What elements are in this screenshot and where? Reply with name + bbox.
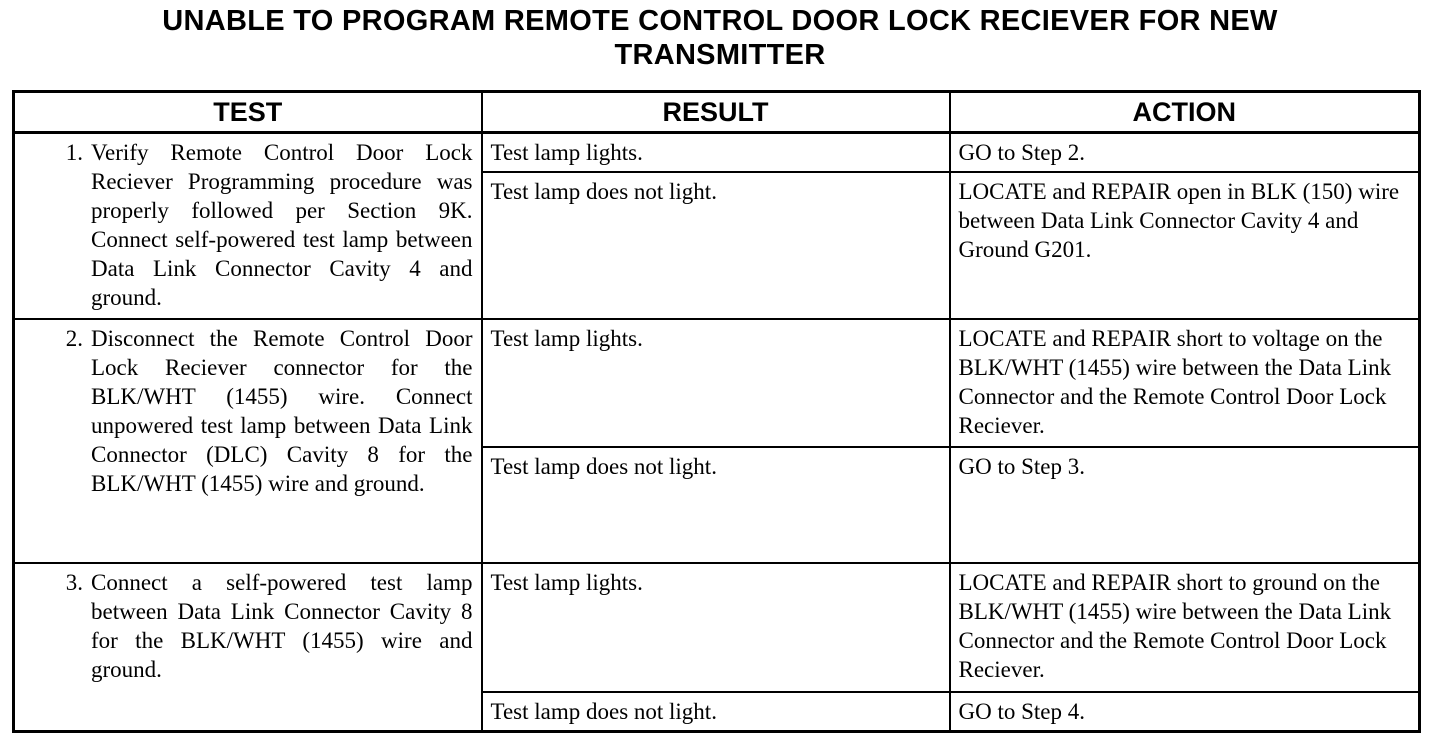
step-test-text: Connect a self-powered test lamp between… <box>91 570 473 683</box>
action-cell: LOCATE and REPAIR short to voltage on th… <box>948 317 1421 449</box>
test-step-3: 3. Connect a self-powered test lamp betw… <box>12 562 483 733</box>
title-line-1: UNABLE TO PROGRAM REMOTE CONTROL DOOR LO… <box>162 5 1278 37</box>
table-row: 2. Disconnect the Remote Control Door Lo… <box>12 317 1421 565</box>
step-number: 1. <box>65 140 83 165</box>
result-cell: Test lamp lights. <box>480 317 951 449</box>
diagnostic-table: TEST RESULT ACTION 1. Verify Remote Cont… <box>12 90 1421 733</box>
action-cell: LOCATE and REPAIR open in BLK (150) wire… <box>948 171 1421 320</box>
step-number: 3. <box>65 570 83 596</box>
action-cell: LOCATE and REPAIR short to ground on the… <box>948 562 1421 693</box>
step-number: 2. <box>65 325 83 351</box>
title-line-2: TRANSMITTER <box>614 39 826 71</box>
document-title: UNABLE TO PROGRAM REMOTE CONTROL DOOR LO… <box>0 4 1440 72</box>
step-test-text: Disconnect the Remote Control Door Lock … <box>91 325 473 496</box>
step-test-text: Verify Remote Control Door Lock Reciever… <box>91 140 473 310</box>
result-cell: Test lamp does not light. <box>480 690 951 733</box>
table-row: Test lamp does not light. LOCATE and REP… <box>14 171 1421 320</box>
result-cell: Test lamp does not light. <box>480 446 951 565</box>
action-cell: GO to Step 4. <box>948 690 1421 733</box>
result-cell: Test lamp lights. <box>480 131 951 174</box>
test-step-2: 2. Disconnect the Remote Control Door Lo… <box>12 317 483 565</box>
test-step-1: 1. Verify Remote Control Door Lock Recie… <box>12 131 483 320</box>
action-cell: GO to Step 3. <box>948 446 1421 565</box>
table-row: 3. Connect a self-powered test lamp betw… <box>12 562 1421 733</box>
action-cell: GO to Step 2. <box>948 131 1421 174</box>
header-action: ACTION <box>948 90 1421 134</box>
table-row: 1. Verify Remote Control Door Lock Recie… <box>12 131 1421 320</box>
result-cell: Test lamp lights. <box>480 562 951 693</box>
result-cell: Test lamp does not light. <box>480 171 951 320</box>
table-row: Test lamp does not light. GO to Step 3. <box>14 446 1421 565</box>
header-test: TEST <box>12 90 483 134</box>
header-result: RESULT <box>480 90 951 134</box>
header-row: TEST RESULT ACTION <box>12 90 1421 134</box>
table-row: Test lamp does not light. GO to Step 4. <box>14 690 1421 733</box>
